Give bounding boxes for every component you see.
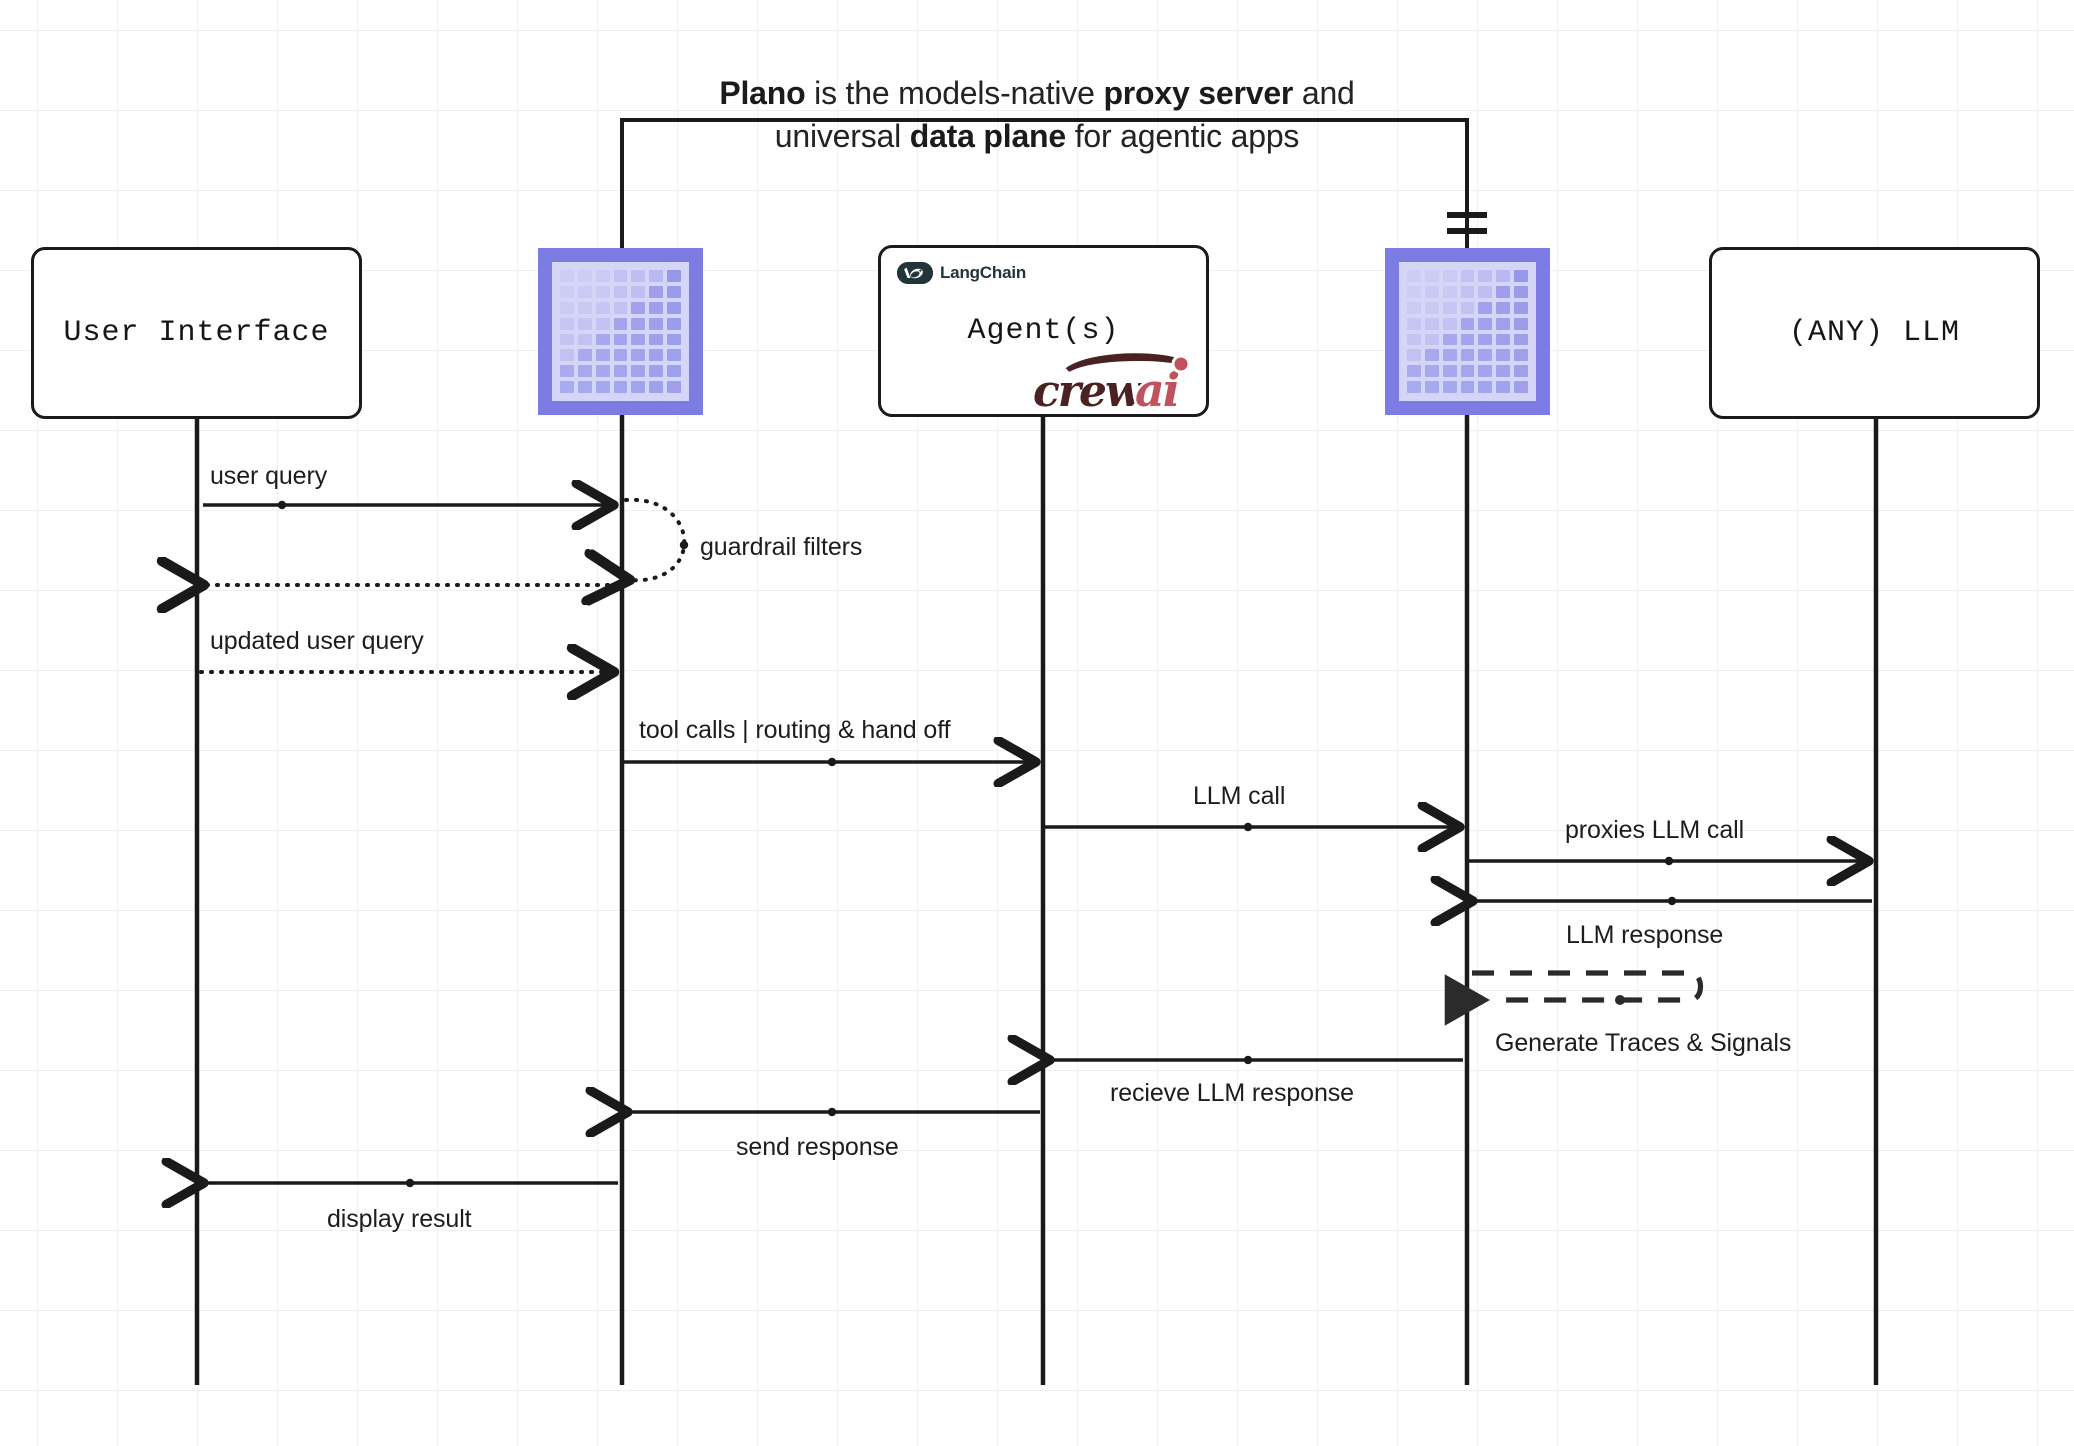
crewai-logo: crew ai [1027, 340, 1202, 418]
svg-text:crew: crew [1033, 366, 1145, 417]
message-arrow-user-query [203, 501, 614, 509]
langchain-badge: LangChain [897, 262, 1026, 284]
svg-text:ai: ai [1135, 363, 1179, 417]
message-label-display-result: display result [327, 1205, 472, 1233]
page-title: Plano is the models-native proxy server … [437, 72, 1637, 158]
title-bold-data-plane: data plane [909, 117, 1067, 154]
message-label-recieve-llm-response: recieve LLM response [1110, 1079, 1354, 1107]
message-arrow-recieve-llm-response [1050, 1056, 1463, 1064]
message-label-guardrail-filters: guardrail filters [700, 533, 863, 561]
participant-plano-right[interactable] [1385, 248, 1550, 415]
participant-user-interface[interactable]: User Interface [31, 247, 362, 419]
title-line-2: universal data plane for agentic apps [437, 115, 1637, 158]
message-arrow-generate-traces-signals [1444, 970, 1704, 1026]
message-label-updated-user-query: updated user query [210, 627, 424, 655]
message-label-proxies-llm-call: proxies LLM call [1565, 816, 1745, 844]
message-label-llm-response: LLM response [1566, 921, 1724, 949]
participant-label-user-interface: User Interface [63, 316, 330, 350]
message-label-user-query: user query [210, 462, 328, 490]
message-arrow-llm-call [1045, 823, 1460, 831]
message-arrow-llm-response [1473, 897, 1872, 905]
title-bold-plano: Plano [719, 75, 806, 111]
title-text-4: for agentic apps [1066, 117, 1300, 154]
participant-any-llm[interactable]: (ANY) LLM [1709, 247, 2040, 419]
message-label-send-response: send response [736, 1133, 899, 1161]
plano-logo-grid-right [1399, 262, 1536, 401]
langchain-parrot-icon [897, 262, 933, 284]
title-text-1: is the models-native [805, 75, 1104, 111]
title-line-1: Plano is the models-native proxy server … [437, 72, 1637, 115]
participant-plano-left[interactable] [538, 248, 703, 415]
langchain-label: LangChain [940, 263, 1027, 282]
participant-agents[interactable]: Agent(s) LangChain crew [878, 245, 1209, 418]
message-arrow-send-response [628, 1108, 1040, 1116]
plano-logo-grid-left [552, 262, 689, 401]
message-label-generate-traces-signals: Generate Traces & Signals [1495, 1029, 1792, 1057]
title-text-3: universal [774, 117, 910, 154]
message-label-llm-call: LLM call [1193, 782, 1286, 810]
title-bold-proxy-server: proxy server [1103, 75, 1294, 111]
message-arrow-guardrail-filters [626, 497, 689, 580]
title-text-2: and [1293, 75, 1355, 111]
title-connector-bracket [620, 118, 1487, 250]
message-arrow-proxies-llm-call [1469, 857, 1869, 865]
message-arrow-display-result [204, 1179, 618, 1187]
message-label-tool-calls: tool calls | routing & hand off [639, 716, 951, 744]
participant-label-agents: Agent(s) [967, 314, 1120, 348]
message-arrow-tool-calls [624, 758, 1036, 766]
participant-label-any-llm: (ANY) LLM [1788, 316, 1961, 350]
